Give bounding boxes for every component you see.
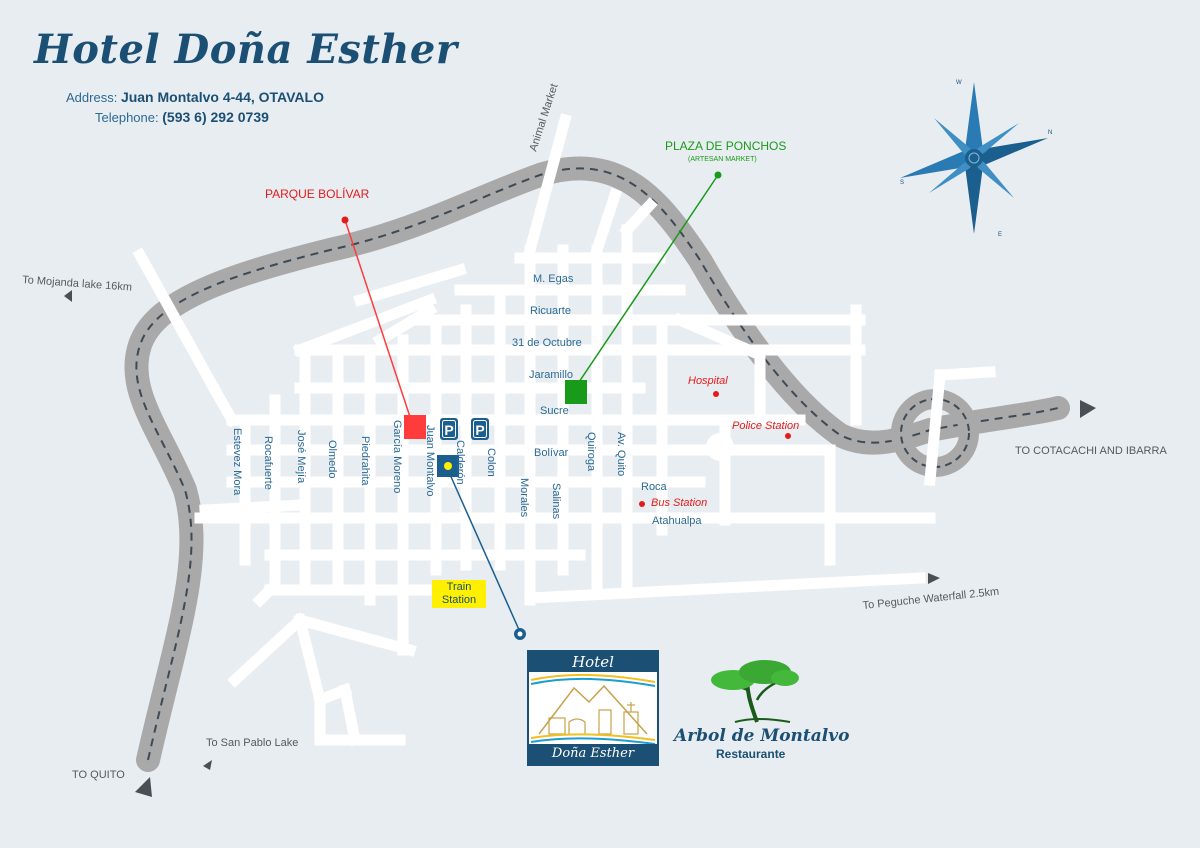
street-label: Quiroga (585, 432, 597, 472)
street-label: García Moreno (391, 420, 403, 493)
street-label: Olmedo (326, 440, 338, 479)
mojanda-label: To Mojanda lake 16km (22, 274, 133, 294)
san-pablo-label: To San Pablo Lake (206, 737, 298, 749)
street-label: Colon (485, 448, 497, 477)
svg-text:W: W (956, 80, 962, 86)
address-label: Address: (66, 90, 118, 105)
restaurant-name: Arbol de Montalvo (674, 726, 850, 746)
arrow-quito (135, 777, 152, 797)
peguche-label: To Peguche Waterfall 2.5km (862, 586, 1000, 612)
plaza-ponchos-marker (565, 380, 587, 404)
train-station-label: Train Station (432, 580, 486, 608)
restaurant-subtitle: Restaurante (716, 747, 786, 761)
parque-pointer-dot (341, 216, 349, 224)
street-label: Sucre (540, 405, 569, 417)
phone-label: Telephone: (95, 110, 159, 125)
parking-icon: P (471, 418, 489, 440)
street-label: Roca (641, 481, 668, 493)
street-label: Jaramillo (529, 369, 573, 381)
quito-label: TO QUITO (72, 769, 125, 781)
parque-pointer-line (344, 219, 413, 424)
page-title: Hotel Doña Esther (34, 26, 458, 73)
street-label: Calderón (454, 440, 466, 485)
tree-logo (711, 660, 799, 723)
hotel-logo-top: Hotel (529, 652, 657, 672)
arrow-san-pablo (203, 760, 212, 770)
compass-rose: W N S E (900, 80, 1052, 238)
parking-icon: P (440, 418, 458, 440)
hotel-pointer-line (447, 469, 521, 633)
street-label: Morales (518, 478, 530, 518)
address-value: Juan Montalvo 4-44, OTAVALO (120, 89, 324, 105)
street-label: Av. Quito (615, 432, 627, 476)
plaza-label: PLAZA DE PONCHOS (665, 139, 786, 153)
street-label: Ricuarte (530, 305, 571, 317)
parque-label: PARQUE BOLÍVAR (265, 186, 370, 201)
street-label: Salinas (550, 483, 562, 520)
hotel-logo: Hotel Doña Esther (527, 650, 659, 766)
street-label: Piedrahita (359, 436, 371, 486)
plaza-pointer-dot (714, 171, 722, 179)
hotel-logo-illustration (530, 673, 656, 744)
street-label: 31 de Octubre (512, 337, 582, 349)
hospital-marker (713, 391, 719, 397)
arrow-mojanda (64, 290, 72, 302)
svg-text:P: P (444, 422, 453, 438)
cotacachi-label: TO COTACACHI AND IBARRA (1015, 445, 1167, 457)
arrow-cotacachi (1080, 400, 1096, 418)
street-label: Bolívar (534, 447, 569, 459)
street-label: Atahualpa (652, 515, 702, 527)
svg-text:E: E (998, 232, 1002, 238)
street-grid (132, 113, 996, 747)
svg-text:S: S (900, 180, 904, 186)
street-label: Estevez Mora (231, 428, 243, 496)
destination-arrows (64, 290, 1096, 797)
hotel-logo-bottom: Doña Esther (529, 744, 657, 764)
hospital-label: Hospital (688, 375, 728, 387)
police-label: Police Station (732, 420, 799, 432)
police-marker (785, 433, 791, 439)
street-label: Juan Montalvo (424, 425, 436, 497)
phone-line: Telephone: (593 6) 292 0739 (95, 109, 269, 125)
address-line: Address: Juan Montalvo 4-44, OTAVALO (66, 89, 324, 105)
svg-text:P: P (475, 422, 484, 438)
town-roundabout (706, 433, 734, 461)
parque-bolivar-marker (404, 415, 426, 439)
street-label: José Mejía (295, 430, 307, 484)
bus-label: Bus Station (651, 497, 707, 509)
plaza-pointer-line (574, 174, 719, 389)
phone-value: (593 6) 292 0739 (162, 109, 269, 125)
svg-text:N: N (1048, 130, 1052, 136)
bus-marker (639, 501, 645, 507)
street-label: M. Egas (533, 273, 574, 285)
street-label: Rocafuerte (262, 436, 274, 490)
plaza-sublabel: (ARTESAN MARKET) (688, 156, 757, 163)
arrow-peguche (928, 573, 940, 584)
